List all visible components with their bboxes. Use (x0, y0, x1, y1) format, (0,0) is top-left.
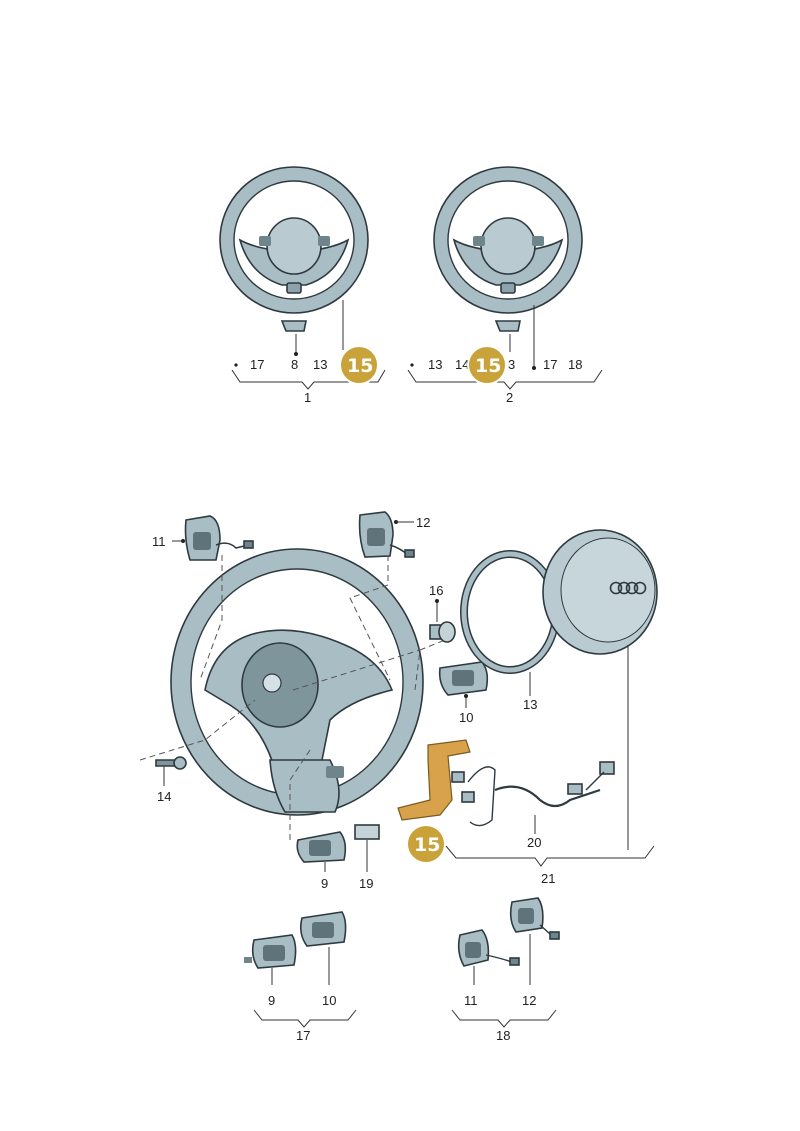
trim-ring (460, 550, 560, 674)
highlight-badge (467, 345, 507, 385)
screw-icon (155, 756, 187, 770)
highlight-badge (339, 345, 379, 385)
group-label-17: 17 (296, 1028, 310, 1043)
callout-8: 8 (291, 357, 298, 372)
callout-13: 13 (313, 357, 327, 372)
callout-17: 17 (250, 357, 264, 372)
highlight-badge-label: 15 (414, 834, 440, 856)
callout-13b: 13 (428, 357, 442, 372)
group-label-18: 18 (496, 1028, 510, 1043)
ribbon-cable-icon (397, 739, 471, 821)
switch-module-9 (244, 934, 297, 969)
steering-wheel-icon (219, 166, 369, 332)
audi-rings-icon (609, 581, 647, 595)
callout-14: 14 (455, 357, 469, 372)
callout-16: 16 (429, 583, 443, 598)
callout-17b: 17 (543, 357, 557, 372)
emblem-plate (354, 824, 380, 840)
callout-14-main: 14 (157, 789, 171, 804)
highlight-badge-label: 15 (347, 355, 373, 377)
group-label-1: 1 (304, 390, 311, 405)
switch-module-11 (184, 515, 254, 561)
switch-module-12 (509, 897, 560, 940)
callout-20: 20 (527, 835, 541, 850)
callout-9: 9 (321, 876, 328, 891)
callout-10-bottom: 10 (322, 993, 336, 1008)
group-label-2: 2 (506, 390, 513, 405)
callout-11-bottom: 11 (464, 993, 478, 1008)
callout-12: 12 (416, 515, 430, 530)
callout-10: 10 (459, 710, 473, 725)
callout-3: 3 (508, 357, 515, 372)
callout-18: 18 (568, 357, 582, 372)
highlight-badge-label: 15 (475, 355, 501, 377)
screw-icon (429, 621, 456, 643)
callout-21: 21 (541, 871, 555, 886)
switch-module-10 (438, 661, 489, 696)
wiring-harness-icon (451, 761, 615, 827)
steering-wheel-icon (433, 166, 583, 332)
switch-module-12 (358, 511, 415, 558)
switch-module-10 (300, 911, 347, 947)
switch-module-9 (296, 831, 347, 863)
callout-13-main: 13 (523, 697, 537, 712)
highlight-badge (406, 824, 446, 864)
switch-module-11 (457, 929, 520, 967)
steering-wheel-icon (170, 548, 424, 816)
callout-12-bottom: 12 (522, 993, 536, 1008)
callout-19: 19 (359, 876, 373, 891)
callout-9-bottom: 9 (268, 993, 275, 1008)
airbag-icon (542, 529, 658, 655)
callout-11: 11 (152, 534, 166, 549)
